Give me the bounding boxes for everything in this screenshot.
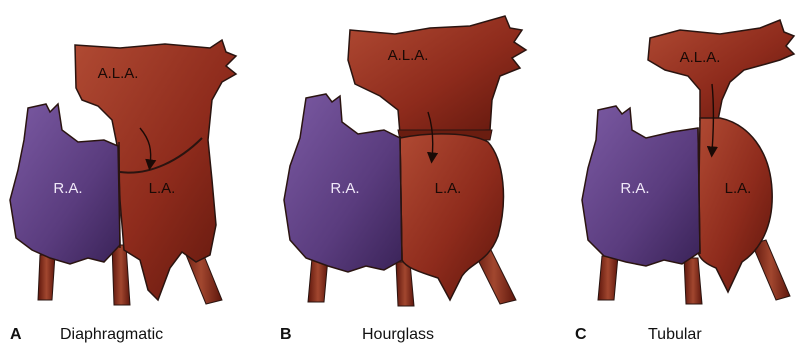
- panel-b-ala-label: A.L.A.: [388, 47, 429, 64]
- panel-a-letter: A: [10, 326, 22, 344]
- panel-a-caption: Diaphragmatic: [60, 326, 163, 344]
- panel-a-la-label: L.A.: [149, 180, 176, 197]
- panel-b-hourglass: A.L.A. R.A. L.A.: [284, 16, 526, 306]
- panel-a-septal-vessel: [112, 245, 130, 305]
- panel-b-la-label: L.A.: [435, 180, 462, 197]
- panel-b-letter: B: [280, 326, 292, 344]
- panel-c-caption: Tubular: [648, 326, 702, 344]
- panel-c-ala-label: A.L.A.: [680, 49, 721, 66]
- panel-c-pulmonary-vein: [752, 240, 790, 300]
- panel-a-diaphragmatic: A.L.A. R.A. L.A.: [10, 40, 236, 305]
- panel-c-tubular: A.L.A. R.A. L.A.: [582, 20, 794, 304]
- panel-a-ra-label: R.A.: [53, 180, 82, 197]
- panel-b-ra-label: R.A.: [330, 180, 359, 197]
- panel-c-ra-label: R.A.: [620, 180, 649, 197]
- panel-b-accessory-left-atrium: [348, 16, 526, 134]
- panel-a-ivc-vessel: [38, 255, 55, 300]
- panel-c-ivc-vessel: [598, 256, 618, 300]
- panel-b-caption: Hourglass: [362, 326, 434, 344]
- panel-c-la-label: L.A.: [725, 180, 752, 197]
- panel-c-letter: C: [575, 326, 587, 344]
- panel-c-accessory-left-atrium: [648, 20, 794, 120]
- panel-a-atrial-septum: [119, 142, 120, 248]
- panel-c-septal-vessel: [684, 258, 702, 304]
- panel-a-ala-label: A.L.A.: [98, 65, 139, 82]
